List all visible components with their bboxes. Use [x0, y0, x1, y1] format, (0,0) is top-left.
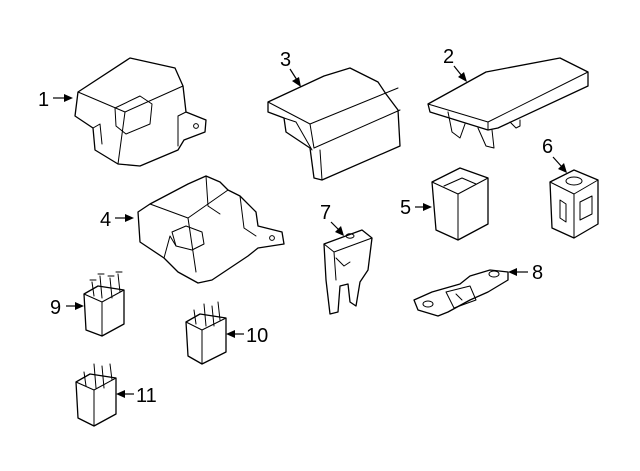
callout-9: 9	[50, 297, 84, 319]
callout-8-label: 8	[532, 262, 543, 284]
callout-6: 6	[542, 136, 567, 173]
callout-11-label: 11	[136, 385, 157, 407]
callout-3-label: 3	[280, 49, 291, 71]
part-5-cartridge-fuse[interactable]	[431, 167, 489, 241]
part-9-relay[interactable]	[83, 271, 125, 337]
part-8-strip-fuse[interactable]	[413, 269, 509, 317]
callout-9-label: 9	[50, 297, 61, 319]
part-3-cover[interactable]	[267, 67, 401, 181]
callout-7: 7	[320, 202, 344, 236]
callout-2-label: 2	[443, 46, 454, 68]
callout-5: 5	[400, 197, 432, 219]
callout-3: 3	[280, 49, 301, 87]
callout-1: 1	[38, 89, 73, 111]
callout-1-label: 1	[38, 89, 49, 111]
callout-6-label: 6	[542, 136, 553, 158]
part-4-fuse-box-base[interactable]	[137, 175, 285, 284]
part-7-blade-fuse[interactable]	[323, 229, 373, 315]
callout-4: 4	[100, 209, 134, 231]
part-11-relay[interactable]	[75, 363, 117, 427]
part-10-relay[interactable]	[185, 301, 227, 365]
part-6-cartridge-fuse[interactable]	[549, 169, 599, 239]
callout-11: 11	[116, 385, 157, 407]
callout-8: 8	[508, 262, 543, 284]
callout-4-label: 4	[100, 209, 111, 231]
callout-10: 10	[226, 325, 268, 347]
callout-10-label: 10	[246, 325, 268, 347]
callout-2: 2	[443, 46, 467, 82]
part-2-long-cover[interactable]	[427, 57, 589, 149]
part-1-fuse-box-cover[interactable]	[74, 57, 207, 167]
callout-5-label: 5	[400, 197, 411, 219]
callout-7-label: 7	[320, 202, 331, 224]
